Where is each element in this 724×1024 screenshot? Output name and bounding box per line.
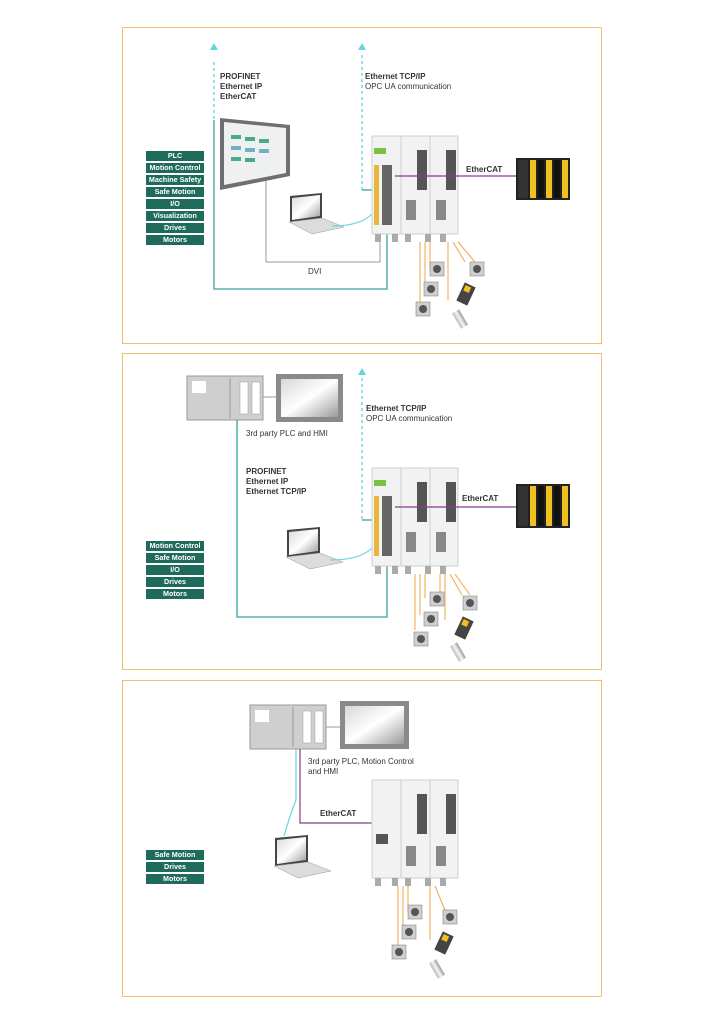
servo-motor-icon [429,591,445,607]
feature-tag: Motion Control [146,163,204,173]
servo-motor-icon [413,631,429,647]
fieldbus-line: PROFINET [220,72,261,81]
servo-motor-icon [469,261,485,277]
feature-tag: I/O [146,199,204,209]
ethercat-cable [299,749,404,824]
third-party-text: 3rd party PLC, Motion Control [308,757,414,766]
motor-cables [414,573,471,630]
fieldbus-line: EtherCAT [220,92,257,101]
feature-tag: Drives [146,577,204,587]
laptop-icon [273,835,332,879]
servo-motor-icon [415,301,431,317]
feature-tag: Motors [146,235,204,245]
uplink-sub: OPC UA communication [366,414,453,423]
feature-tag: Safe Motion [146,850,204,860]
feature-tag: Motion Control [146,541,204,551]
servo-motor-icon [423,281,439,297]
feature-stack-3: Safe Motion Drives Motors [146,850,204,886]
drive-controller-icon [371,779,459,886]
laptop-icon [285,527,344,570]
feature-tag: Drives [146,223,204,233]
ethercat-label-3: EtherCAT [320,809,356,819]
ethercat-text: EtherCAT [466,165,503,174]
panel-integrated-controller [122,27,602,344]
uplink-label-1: Ethernet TCP/IP OPC UA communication [365,72,451,92]
servo-motor-icon [407,904,423,920]
third-party-plc-icon [249,704,327,750]
ethercat-label-1: EtherCAT [466,165,502,175]
servo-motor-icon [462,595,478,611]
third-party-text: 3rd party PLC and HMI [246,429,328,438]
drive-controller-icon [371,467,459,574]
fieldbus-label-2: PROFINET Ethernet IP Ethernet TCP/IP [246,467,306,497]
feature-tag: Visualization [146,211,204,221]
third-party-label-3: 3rd party PLC, Motion Control and HMI [308,757,414,777]
uplink-arrow [358,43,366,190]
dvi-cable [265,176,381,263]
io-module-icon [516,158,570,200]
uplink-arrow [358,368,366,520]
motor-cables [397,885,446,948]
drive-controller-icon [371,135,459,242]
panel-third-party-motion [122,680,602,997]
laptop-icon [288,193,345,235]
servo-motor-icon [423,611,439,627]
dvi-label: DVI [308,267,321,277]
third-party-plc-icon [186,375,264,421]
fieldbus-line: Ethernet TCP/IP [246,487,307,496]
uplink-label-2: Ethernet TCP/IP OPC UA communication [366,404,452,424]
fieldbus-label-1: PROFINET Ethernet IP EtherCAT [220,72,262,102]
network-cable [236,420,388,618]
linear-actuator-icon [452,309,468,329]
network-cable [213,120,388,290]
servo-motor-icon [391,944,407,960]
feature-tag: I/O [146,565,204,575]
feature-tag: Safe Motion [146,553,204,563]
servo-motor-icon [454,616,474,640]
third-party-text: and HMI [308,767,339,776]
io-module-icon [516,484,570,528]
hmi-panel-icon [276,374,343,422]
feature-tag: Machine Safety [146,175,204,185]
servo-motor-icon [429,261,445,277]
ethercat-text: EtherCAT [320,809,357,818]
linear-actuator-icon [429,959,445,979]
ethercat-text: EtherCAT [462,494,499,503]
fieldbus-line: Ethernet IP [246,477,289,486]
dvi-text: DVI [308,267,322,276]
motor-cables [419,241,476,305]
servo-motor-icon [456,282,476,306]
ethercat-label-2: EtherCAT [462,494,498,504]
feature-tag: PLC [146,151,204,161]
fieldbus-line: PROFINET [246,467,287,476]
uplink-sub: OPC UA communication [365,82,452,91]
hmi-panel-icon [340,701,409,749]
feature-stack-2: Motion Control Safe Motion I/O Drives Mo… [146,541,204,601]
feature-tag: Motors [146,589,204,599]
feature-tag: Safe Motion [146,187,204,197]
servo-motor-icon [442,909,458,925]
uplink-title: Ethernet TCP/IP [366,404,427,413]
hmi-panel-icon [220,118,290,190]
linear-actuator-icon [450,642,466,662]
servo-motor-icon [434,931,454,955]
feature-stack-1: PLC Motion Control Machine Safety Safe M… [146,151,204,247]
servo-motor-icon [401,924,417,940]
feature-tag: Motors [146,874,204,884]
feature-tag: Drives [146,862,204,872]
uplink-arrow [210,43,218,120]
third-party-label-2: 3rd party PLC and HMI [246,429,328,439]
uplink-title: Ethernet TCP/IP [365,72,426,81]
panel-third-party-plc [122,353,602,670]
fieldbus-line: Ethernet IP [220,82,263,91]
